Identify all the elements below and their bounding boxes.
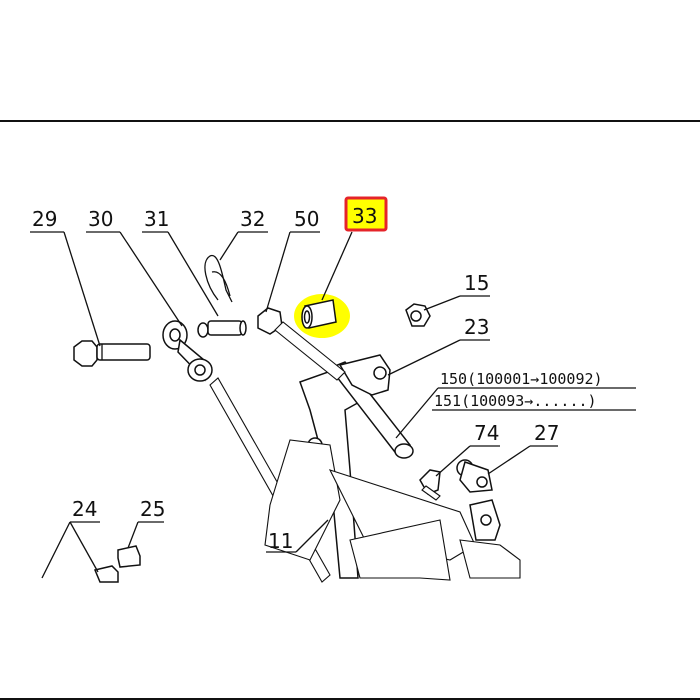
part-74-clip	[419, 469, 441, 501]
label-30: 30	[88, 207, 113, 231]
label-23: 23	[464, 315, 489, 339]
leader-lines	[30, 231, 636, 579]
label-25: 25	[140, 497, 165, 521]
part-27-bracket	[456, 459, 493, 493]
label-29: 29	[32, 207, 57, 231]
part-29-bolt	[73, 340, 151, 367]
label-151: 151(100093→......)	[434, 392, 597, 410]
label-27: 27	[534, 421, 559, 445]
part-30-rod-end	[162, 320, 213, 382]
main-frame	[209, 354, 521, 583]
label-33-highlight-box	[344, 196, 388, 232]
label-11: 11	[268, 529, 293, 553]
label-32: 32	[240, 207, 265, 231]
label-15: 15	[464, 271, 489, 295]
part-25-block	[117, 545, 141, 568]
frame-top-border	[0, 120, 700, 122]
label-150: 150(100001→100092)	[440, 370, 603, 388]
part-32-r-clip	[204, 254, 233, 303]
frame-bottom-border	[0, 698, 700, 700]
label-50: 50	[294, 207, 319, 231]
label-31: 31	[144, 207, 169, 231]
label-74: 74	[474, 421, 499, 445]
part-24-spacer	[93, 565, 119, 583]
part-33-bushing	[294, 294, 350, 338]
part-15-nut	[405, 303, 431, 327]
part-labels: 29 30 31 32 50 33 15 23 150(100001→10009…	[32, 196, 603, 553]
part-50-link-rod	[257, 307, 346, 381]
part-31-pin	[197, 320, 247, 338]
label-33: 33	[352, 204, 377, 228]
label-24: 24	[72, 497, 97, 521]
